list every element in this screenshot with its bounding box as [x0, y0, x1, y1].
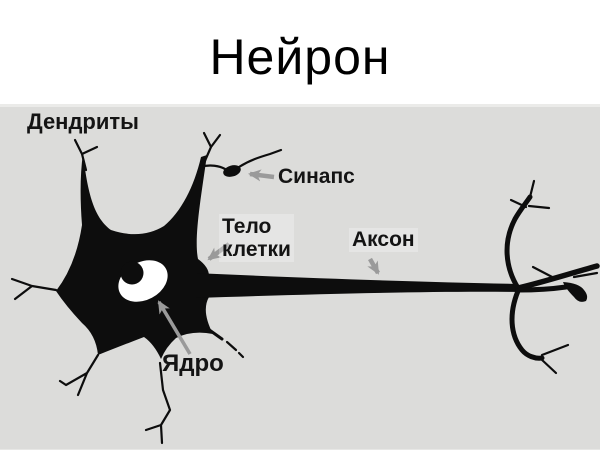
nucleolus-shape: [120, 261, 144, 285]
axon-terminal: [504, 179, 600, 375]
label-nucleus: Ядро: [162, 350, 224, 377]
page-title: Нейрон: [209, 29, 391, 85]
soma-shape: [56, 153, 213, 359]
axon-shape: [196, 273, 518, 298]
label-cell-body-line2: клетки: [222, 238, 291, 261]
terminal-bouton: [563, 282, 588, 302]
synapse-arrow: [248, 169, 275, 182]
label-synapse: Синапс: [278, 165, 355, 188]
axon-arrow: [367, 257, 380, 275]
synapse-knob: [223, 165, 241, 177]
pointer-arrows: [157, 169, 380, 355]
dendrite-branches: [10, 131, 283, 445]
neuron-diagram: Дендриты Синапс Тело клетки Аксон Ядро: [0, 104, 600, 450]
neuron-illustration: [10, 131, 600, 445]
label-axon: Аксон: [349, 228, 418, 252]
label-cell-body: Тело клетки: [219, 214, 294, 262]
label-cell-body-line1: Тело: [222, 215, 272, 238]
cell-body-arrow: [207, 242, 231, 261]
label-dendrites: Дендриты: [27, 109, 139, 134]
nucleus-arrow: [157, 300, 192, 355]
